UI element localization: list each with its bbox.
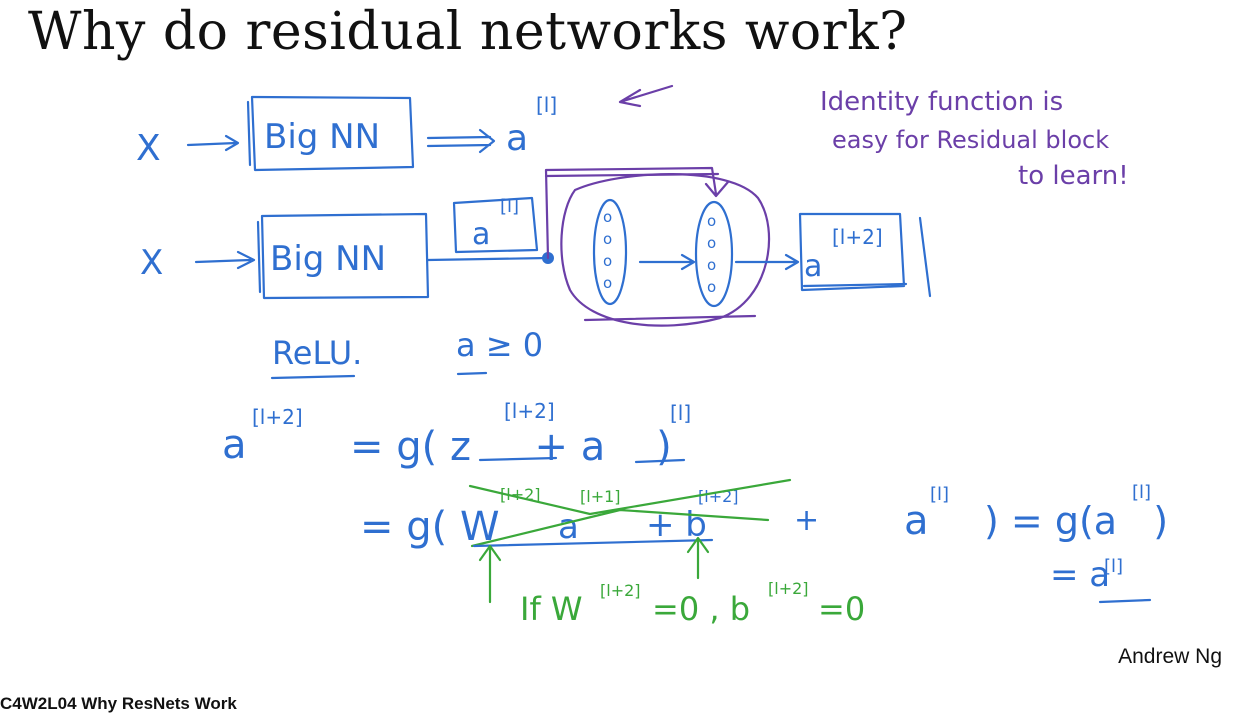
eq2-a-mid: a xyxy=(558,507,579,547)
cond-text-if-w: If W xyxy=(520,590,583,628)
eq1-lhs-sup: [l+2] xyxy=(252,405,303,429)
eq1-z-sup: [l+2] xyxy=(504,399,555,423)
row1-output-a: a xyxy=(506,118,528,159)
cond-sup-1: [l+2] xyxy=(600,581,641,600)
eq2-b-sup: [l+2] xyxy=(698,487,739,506)
layer2-neuron-3: o xyxy=(707,256,716,274)
note-line-1: Identity function is xyxy=(820,87,1063,117)
cond-arrow-b xyxy=(686,536,710,580)
note-line-3: to learn! xyxy=(1018,161,1129,191)
layer1-neuron-3: o xyxy=(603,252,612,270)
eq2-a-mid-sup: [l+1] xyxy=(580,487,621,506)
video-title: C4W2L04 Why ResNets Work xyxy=(0,694,237,713)
layer-arrow xyxy=(638,253,696,271)
eq1-a-sup: [l] xyxy=(670,401,691,425)
eq2-start: = g( W xyxy=(360,504,500,550)
row2-arrow-in xyxy=(194,250,256,270)
eq2-plus: + xyxy=(794,503,819,538)
row1-big-nn-label: Big NN xyxy=(264,117,380,157)
eq2-a-end-sup: [l] xyxy=(930,484,949,505)
row2-main-line xyxy=(426,256,550,262)
cond-sup-2: [l+2] xyxy=(768,579,809,598)
skip-connection xyxy=(544,166,730,260)
row1-arrow-out xyxy=(426,128,496,154)
eq1-lhs-a: a xyxy=(222,422,247,468)
relu-label: ReLU. xyxy=(272,334,362,372)
relu-condition: a ≥ 0 xyxy=(456,326,543,364)
row1-arrow-in xyxy=(186,134,240,152)
note-line-2: easy for Residual block xyxy=(832,126,1109,154)
eq1-underlines xyxy=(478,456,686,464)
residual-block-underline xyxy=(583,314,757,322)
cond-eq-zero: =0 xyxy=(818,590,865,628)
row2-output-a: a xyxy=(804,249,822,284)
eq2-a-end: a xyxy=(904,498,929,544)
eq2-final: = a xyxy=(1050,555,1110,595)
block-out-arrow xyxy=(734,253,800,271)
row1-input-x: X xyxy=(136,128,161,169)
slide-title: Why do residual networks work? xyxy=(28,2,908,62)
layer1-neuron-4: o xyxy=(603,274,612,292)
author-credit: Andrew Ng xyxy=(1118,645,1222,668)
eq2-crossout xyxy=(468,478,792,548)
row2-big-nn-label: Big NN xyxy=(270,239,386,279)
skip-input-box xyxy=(452,196,539,254)
cond-eq-b: =0 , b xyxy=(652,590,750,628)
layer1-neuron-1: o xyxy=(603,208,612,226)
layer1-neurons-outline xyxy=(592,198,628,306)
row1-pointer-arrow xyxy=(618,84,674,108)
layer2-neurons-outline xyxy=(694,200,734,308)
row1-big-nn-box xyxy=(246,95,415,172)
row2-big-nn-box xyxy=(256,212,430,300)
row1-output-sup: [l] xyxy=(536,93,557,117)
eq2-result: ) = g(a ) xyxy=(984,499,1168,543)
row2-input-x: X xyxy=(140,243,163,283)
residual-block-outline xyxy=(560,173,771,327)
relu-cond-underline xyxy=(456,371,488,376)
skip-input-sup: [l] xyxy=(500,196,519,217)
cond-arrow-w xyxy=(478,544,502,604)
layer2-neuron-4: o xyxy=(707,278,716,296)
eq2-final-sup: [l] xyxy=(1104,556,1123,577)
relu-underline xyxy=(270,374,356,380)
layer1-neuron-2: o xyxy=(603,230,612,248)
row2-output-sup: [l+2] xyxy=(832,225,883,249)
eq2-result-sup: [l] xyxy=(1132,482,1151,503)
layer2-neuron-1: o xyxy=(707,212,716,230)
final-underline xyxy=(1098,598,1152,604)
eq2-underline xyxy=(472,538,714,548)
skip-input-a: a xyxy=(472,217,490,252)
eq1-rhs: = g( z + a ) xyxy=(350,424,672,470)
layer2-neuron-2: o xyxy=(707,234,716,252)
row2-output-box xyxy=(798,212,932,298)
